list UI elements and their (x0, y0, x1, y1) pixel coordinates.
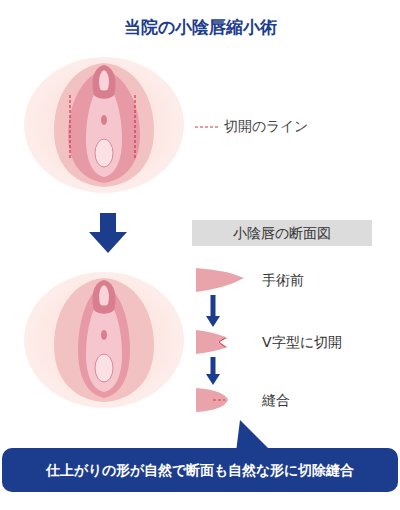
node-text: 仕上がりの形が自然で断面も自然な形に切除縫合 (46, 461, 354, 479)
section-heading-box: 小陰唇の断面図 (192, 220, 372, 246)
step-arrow (206, 357, 220, 385)
step-arrow (206, 295, 220, 327)
cross-section-shape (196, 268, 246, 292)
labium-section (196, 388, 228, 412)
cross-section-step: 手術前 (196, 267, 376, 293)
down-arrow (89, 213, 127, 253)
callout-banner: 仕上がりの形が自然で断面も自然な形に切除縫合 (2, 448, 398, 492)
cross-section-step: 縫合 (196, 387, 376, 413)
node-text: 小陰唇の断面図 (192, 220, 372, 246)
cross-section-step: V字型に切開 (196, 329, 376, 355)
arrow-head (206, 316, 220, 327)
cross-section-shape (196, 330, 246, 354)
arrow-head (206, 374, 220, 385)
node-text: 手術前 (262, 267, 304, 293)
legend-text: 切開のライン (224, 118, 308, 136)
before-illustration (24, 57, 184, 193)
node-text: 縫合 (262, 387, 290, 413)
diagram-title: 当院の小陰唇縮小術 (0, 16, 400, 39)
after-illustration (24, 272, 184, 408)
node-text: V字型に切開 (262, 329, 342, 355)
labium-section (196, 330, 228, 354)
legend-line (195, 126, 219, 127)
cross-section-shape (196, 388, 246, 412)
labium-section (196, 268, 244, 292)
suture-mark (213, 400, 225, 401)
v-incision-mark (219, 338, 225, 347)
arrow-shaft (211, 357, 216, 374)
arrow-shaft (211, 295, 216, 316)
